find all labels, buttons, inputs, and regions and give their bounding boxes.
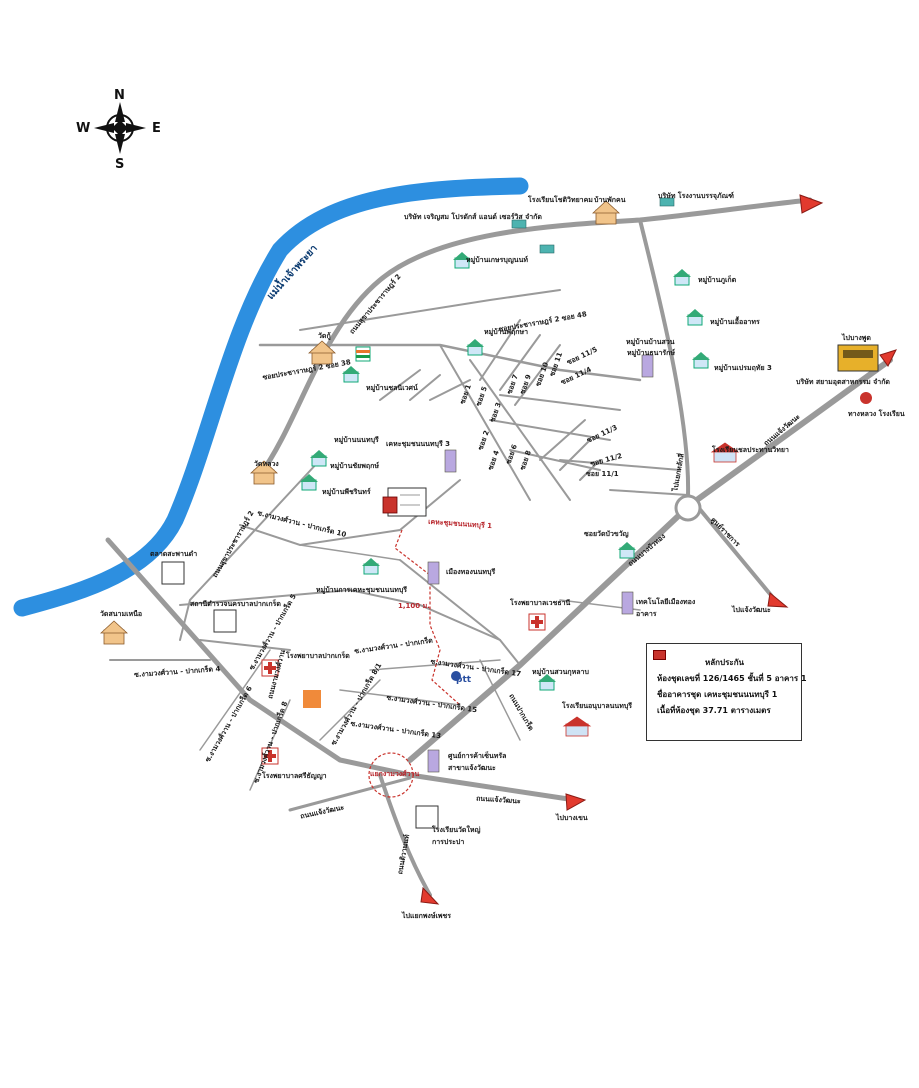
compass-west-label: W bbox=[76, 121, 91, 136]
label-hospital-3: โรงพยาบาลศรีธัญญา bbox=[262, 772, 327, 780]
hospital-icons bbox=[261, 613, 546, 765]
legend-title: หลักประกัน bbox=[705, 658, 745, 667]
label-village-j: หมู่บ้านพีชรินทร์ bbox=[322, 488, 371, 496]
road-network bbox=[105, 197, 893, 897]
legend-swatch bbox=[653, 650, 666, 660]
label-mall-2: สาขาแจ้งวัฒนะ bbox=[448, 764, 496, 772]
legend-box: หลักประกัน ห้องชุดเลขที่ 126/1465 ชั้นที… bbox=[646, 643, 807, 741]
label-company-2: บริษัท เจริญสม โปรดักส์ แอนด์ เซอร์วิส จ… bbox=[404, 213, 542, 221]
intersection-marker bbox=[368, 752, 414, 798]
label-village-c: หมู่บ้านพฤกษา bbox=[484, 328, 529, 336]
label-village-g: หมู่บ้านบ้านสวน bbox=[626, 338, 675, 346]
label-cond-3: เคหะชุมชนนนทบุรี 3 bbox=[386, 440, 451, 448]
label-village-i: หมู่บ้านชัยพฤกษ์ bbox=[330, 462, 379, 470]
label-temple-1: วัดกู้ bbox=[318, 332, 331, 340]
label-village-d: หมู่บ้านภูเก็ต bbox=[698, 276, 737, 284]
label-village-l: หมู่บ้านสวนกุหลาบ bbox=[532, 668, 589, 676]
landmark-boxes bbox=[161, 561, 439, 829]
label-market: ตลาดสะพานดำ bbox=[150, 550, 198, 558]
legend-line-1: ห้องชุดเลขที่ 126/1465 ชั้นที่ 5 อาคาร 1 bbox=[657, 674, 807, 683]
label-tower: เมืองทองนนทบุรี bbox=[446, 568, 496, 576]
label-school-top: โรงเรียนโชติวิทยาคม bbox=[528, 196, 593, 204]
compass-east-label: E bbox=[152, 121, 161, 136]
label-village-b: หมู่บ้านชลนิเวศน์ bbox=[366, 384, 418, 392]
label-village-h: หมู่บ้านธนารักษ์ bbox=[627, 349, 675, 357]
compass-north-label: N bbox=[114, 88, 125, 103]
convenience-store-icon bbox=[355, 346, 371, 362]
label-temple-3: วัดสนามเหนือ bbox=[100, 610, 143, 618]
school-icons bbox=[562, 442, 740, 737]
label-to-north: ไปบางพูด bbox=[842, 334, 871, 342]
shop-icon bbox=[303, 690, 321, 708]
label-village-k: หมู่บ้านการเคหะชุมชนนนทบุรี bbox=[316, 586, 408, 594]
ptt-logo-icon bbox=[451, 671, 461, 681]
pin-icon bbox=[860, 392, 872, 404]
label-hospital-1: โรงพยาบาลเวชธานี bbox=[510, 599, 571, 607]
label-company-top: บริษัท โรงงานบรรจุภัณฑ์ bbox=[658, 192, 734, 200]
temple-icons bbox=[99, 200, 621, 645]
label-house-2: หมู่บ้านนนทบุรี bbox=[334, 436, 379, 444]
label-to-bangkhen: ไปบางเขน bbox=[556, 814, 588, 822]
label-school-2: โรงเรียนอนุบาลนนทบุรี bbox=[562, 702, 633, 710]
label-police-2: ทางหลวง โรงเรียน bbox=[848, 410, 905, 418]
compass-south-label: S bbox=[115, 157, 125, 172]
label-school-4: โรงเรียนชลประทานวิทยา bbox=[712, 446, 789, 454]
village-icons bbox=[300, 252, 710, 691]
label-school-3: โรงเรียนวัดใหญ่ bbox=[432, 826, 481, 834]
label-village-f: หมู่บ้านเปรมฤทัย 3 bbox=[714, 364, 772, 372]
label-home-top: บ้านพักคน bbox=[594, 196, 626, 204]
label-village-e: หมู่บ้านเอื้ออาทร bbox=[710, 318, 760, 326]
subject-building bbox=[382, 487, 427, 517]
bus-photo bbox=[837, 344, 879, 372]
label-tech-2: อาคาร bbox=[636, 610, 657, 618]
label-soi-11-1: ซอย 11/1 bbox=[586, 470, 619, 478]
label-to-chaengwattana: ไปแจ้งวัฒนะ bbox=[732, 606, 771, 614]
legend-line-3: เนื้อที่ห้องชุด 37.71 ตารางเมตร bbox=[657, 706, 771, 715]
label-to-company: บริษัท สยามอุตสาหกรรม จำกัด bbox=[796, 378, 890, 386]
label-police: สถานีตำรวจนครบาลปากเกร็ด bbox=[190, 600, 281, 608]
legend-line-2: ชื่ออาคารชุด เคหะชุมชนนนทบุรี 1 bbox=[657, 690, 778, 699]
compass-rose bbox=[94, 102, 146, 154]
ptt-label: ptt bbox=[456, 675, 472, 685]
label-thai-house: การประปา bbox=[432, 838, 465, 846]
label-tech: เทคโนโลยีเมืองทอง bbox=[636, 598, 696, 606]
label-temple-2: วัดหลวง bbox=[254, 460, 279, 468]
distance-label: 1,100 ม. bbox=[398, 602, 430, 610]
label-to-nonthaburi: ไปแยกพงษ์เพชร bbox=[402, 912, 451, 920]
factory-icons bbox=[511, 197, 675, 254]
river bbox=[13, 177, 529, 617]
label-soi-v: ซอยวัดบัวขวัญ bbox=[584, 530, 629, 538]
label-mall: ศูนย์การค้าเซ็นทรัล bbox=[448, 752, 507, 760]
label-hospital-2: โรงพยาบาลปากเกร็ด bbox=[286, 652, 350, 660]
direction-arrows bbox=[420, 194, 897, 905]
roundabout bbox=[674, 494, 702, 522]
tower-icons bbox=[427, 354, 654, 773]
route-path bbox=[394, 529, 461, 706]
label-village-a: หมู่บ้านเกษรบุญนนท์ bbox=[466, 256, 528, 264]
label-intersection: แยกงามวงศ์วาน bbox=[370, 770, 420, 778]
